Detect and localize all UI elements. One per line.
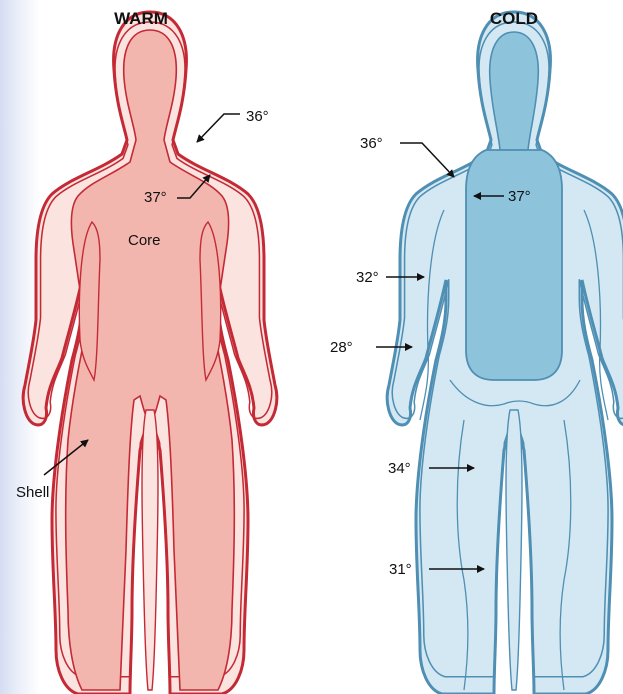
cold-arrow-36	[400, 143, 454, 177]
cold-label-31: 31°	[389, 561, 412, 578]
warm-shell-label: Shell	[16, 484, 49, 501]
warm-label-37: 37°	[144, 189, 167, 206]
cold-label-32: 32°	[356, 269, 379, 286]
cold-label-36: 36°	[360, 135, 383, 152]
cold-leg-gap	[506, 410, 522, 690]
warm-core-label: Core	[128, 232, 161, 249]
cold-head-core	[490, 32, 539, 150]
cold-label-28: 28°	[330, 339, 353, 356]
cold-torso-core	[466, 150, 562, 380]
cold-title: COLD	[490, 9, 538, 28]
warm-arrow-36	[197, 114, 240, 142]
warm-leg-gap	[142, 410, 158, 690]
cold-figure	[387, 12, 623, 694]
warm-label-36: 36°	[246, 108, 269, 125]
warm-title: WARM	[114, 9, 168, 28]
cold-label-34: 34°	[388, 460, 411, 477]
cold-label-37: 37°	[508, 188, 531, 205]
